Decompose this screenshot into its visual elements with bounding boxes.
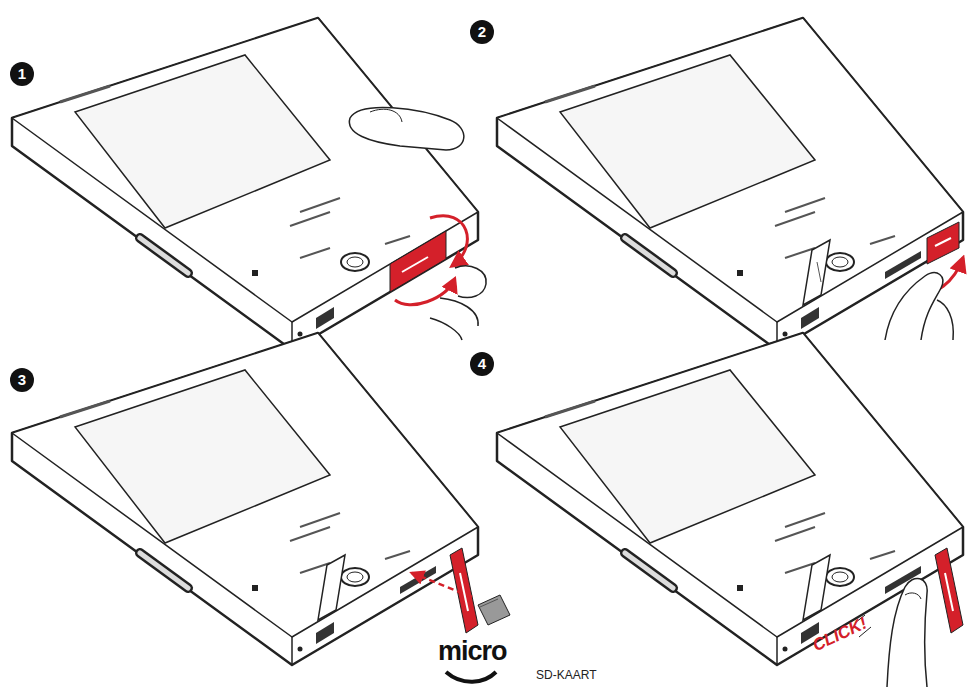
callout-number: 3	[10, 368, 34, 392]
caption-label: SD-KAART	[536, 668, 596, 682]
logo-text: micro	[438, 636, 507, 667]
callout-number: 1	[10, 62, 34, 86]
callout-number: 2	[470, 20, 494, 44]
callout-number: 4	[470, 352, 494, 376]
